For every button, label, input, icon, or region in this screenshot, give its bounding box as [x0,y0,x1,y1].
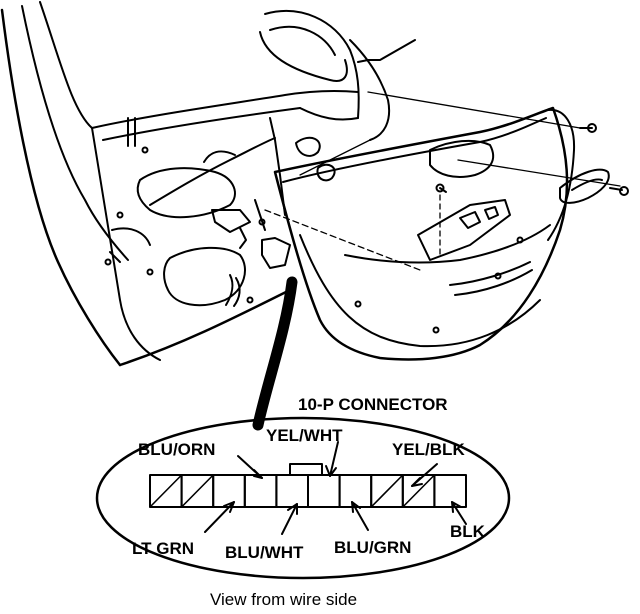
connector-pin-5 [275,474,309,508]
arrow-blk [451,501,467,525]
door-trim-panel-drawing [273,106,610,361]
connector-pin-2-hatch [180,474,214,508]
connector-pin-1-hatch [149,474,183,508]
arrow-blu-wht [281,503,298,535]
connector-pin-9-hatch [401,474,436,508]
connector-pin-7 [338,474,373,508]
screws-and-guide-lines [264,91,629,271]
connector-pin-8-hatch [370,474,404,508]
connector-pin-6 [307,474,341,508]
connector-pin-10 [433,474,467,508]
connector-latch [289,463,323,476]
connector-callout [95,416,511,580]
label-blu-wht: BLU/WHT [225,543,304,562]
label-yel-wht: YEL/WHT [266,426,343,445]
view-caption: View from wire side [210,590,358,609]
connector-pin-grid [149,474,467,508]
arrow-lt-grn [204,501,235,533]
label-lt-grn: LT GRN [132,539,195,558]
connector-leader-line [252,276,298,431]
connector-pin-3 [212,474,246,508]
label-blk: BLK [450,522,485,541]
door-frame-drawing [0,1,416,367]
label-yel-blk: YEL/BLK [392,440,465,459]
arrow-blu-grn [351,501,369,531]
label-blu-orn: BLU/ORN [138,440,216,459]
connector-pin-4 [243,474,278,508]
label-blu-grn: BLU/GRN [334,538,412,557]
arrow-yel-wht [329,441,339,477]
connector-title: 10-P CONNECTOR [298,395,448,414]
